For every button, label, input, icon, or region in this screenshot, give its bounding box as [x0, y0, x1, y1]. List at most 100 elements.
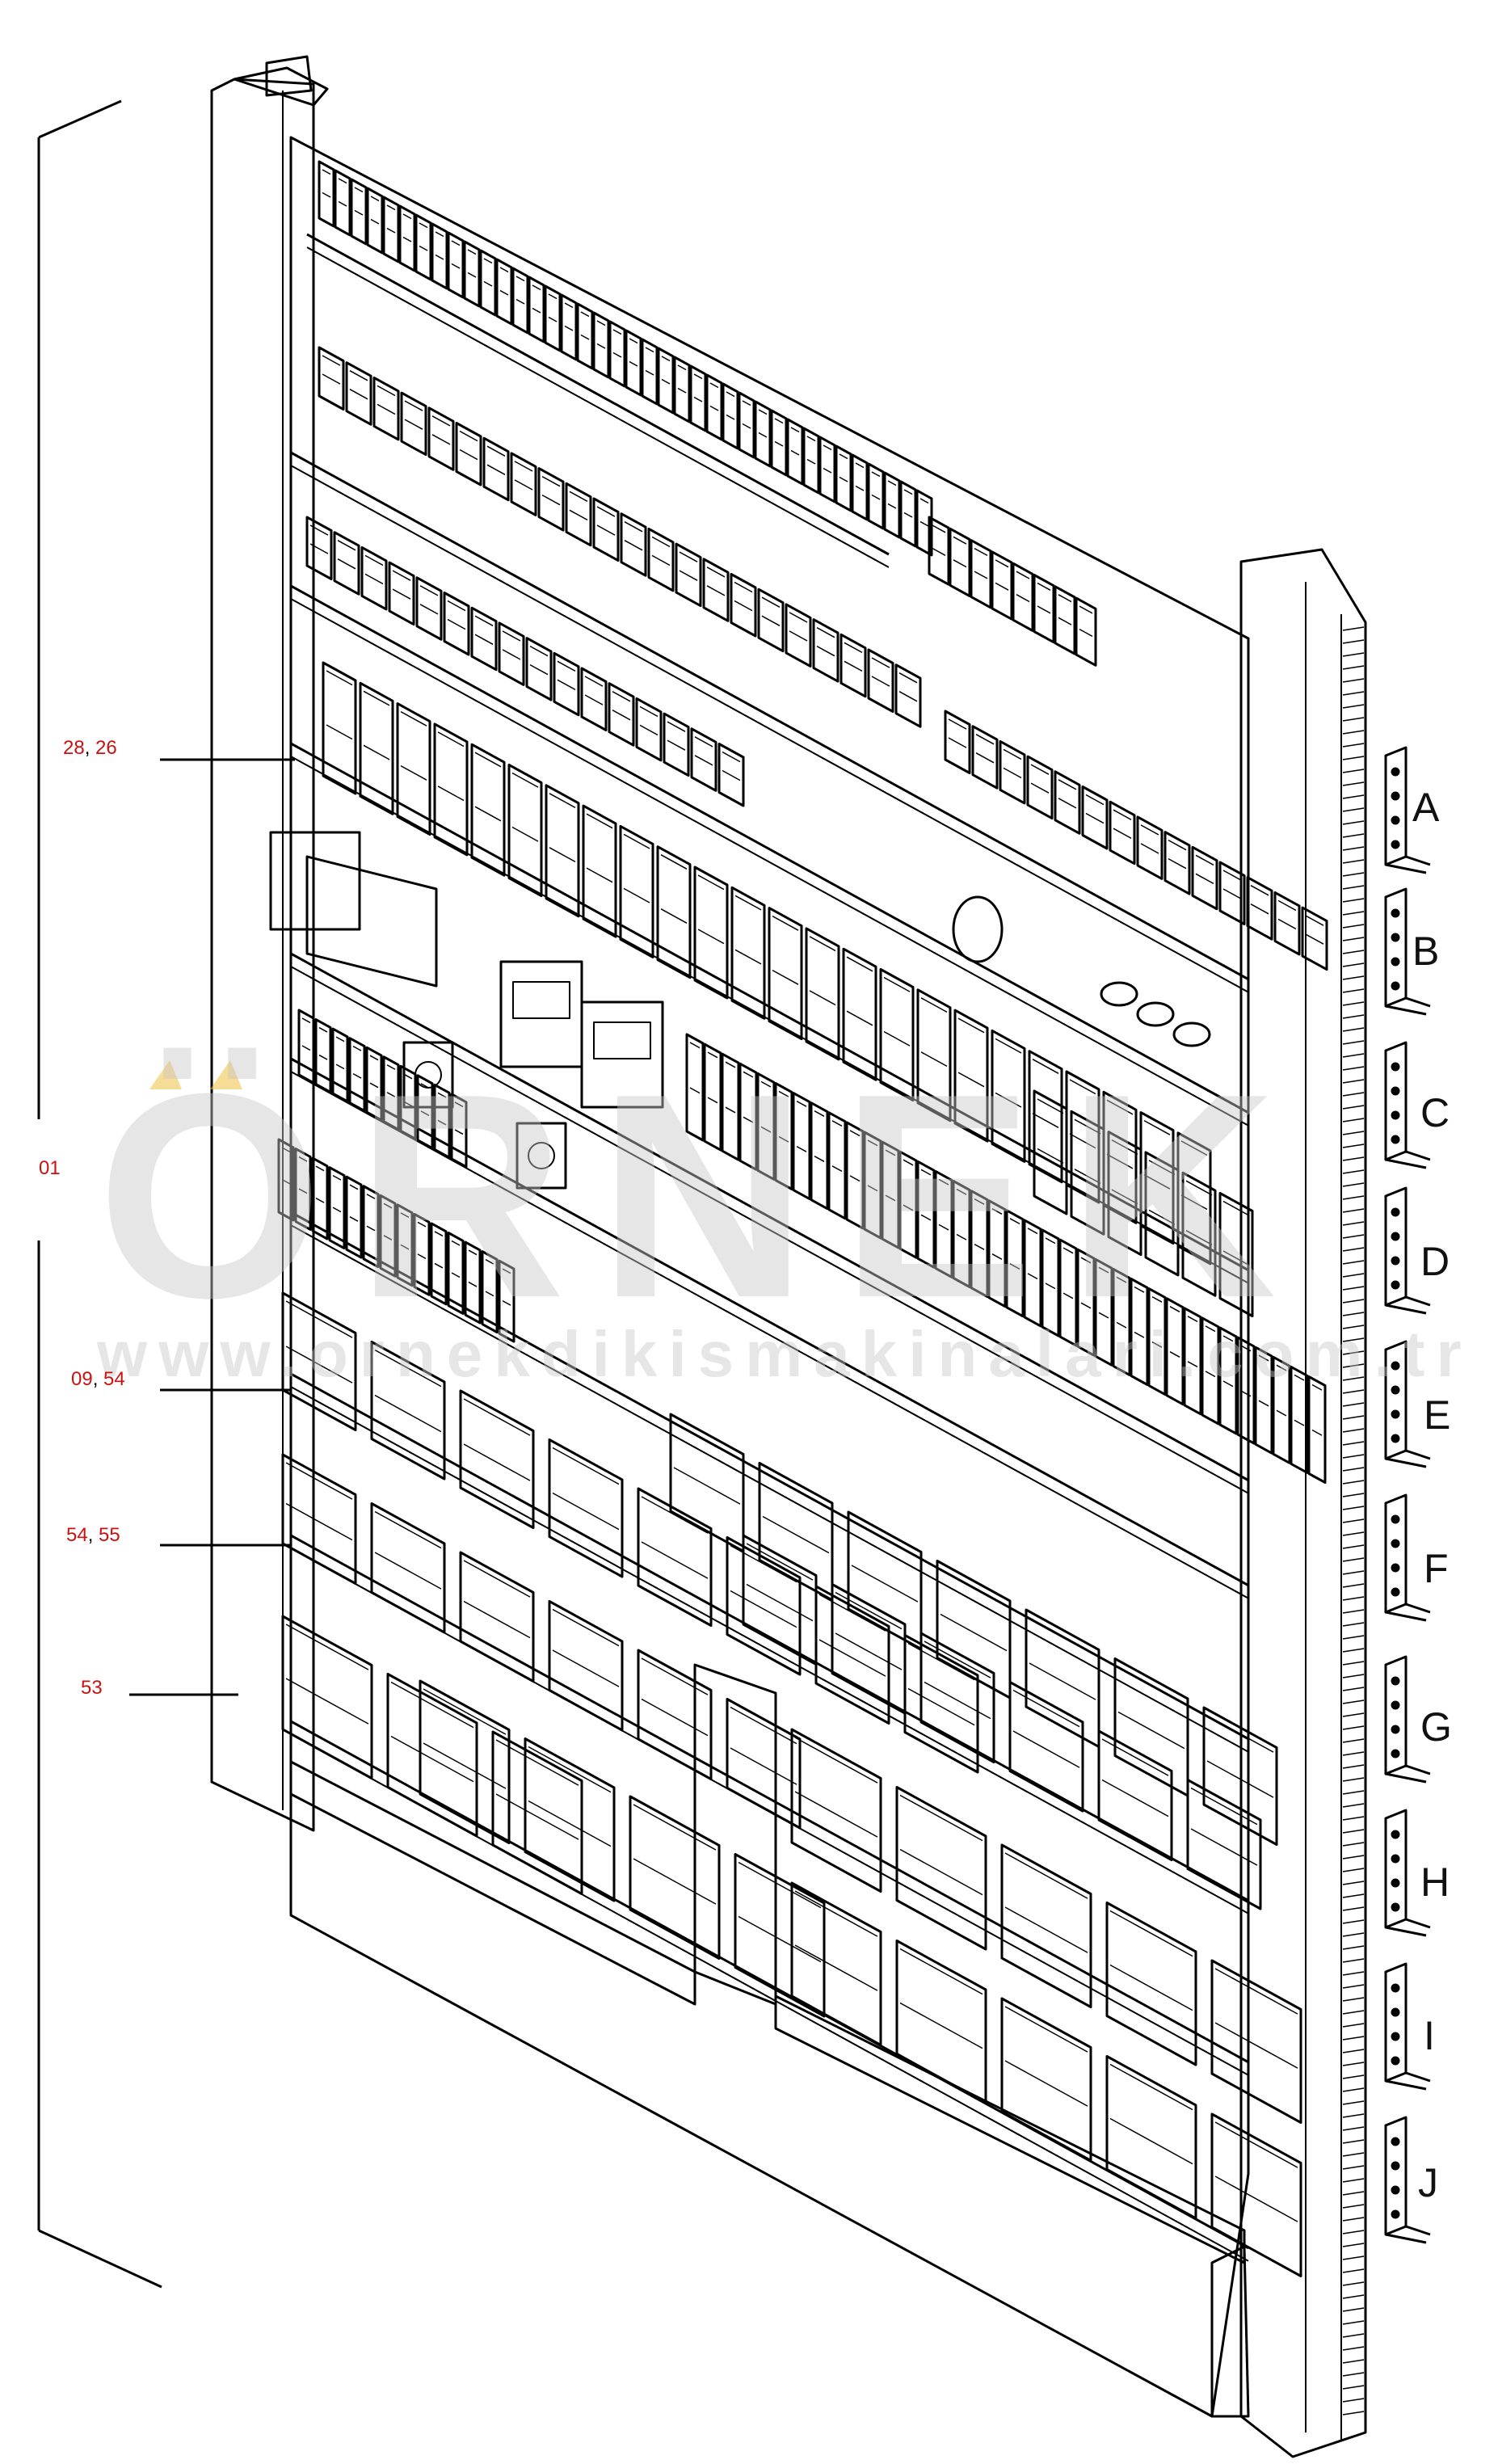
terminal-block: [608, 320, 626, 388]
io-terminal-unit-detail: [528, 1746, 612, 1793]
relay-module: [1163, 831, 1191, 895]
terminal-block: [366, 187, 384, 255]
duct-slot: [1342, 1118, 1365, 1122]
io-terminal-unit-detail: [552, 1608, 620, 1647]
fuse-holder-detail: [369, 1082, 379, 1089]
terminal-block-detail: [742, 423, 751, 429]
io-terminal-unit-detail: [818, 1594, 886, 1632]
fuse-holder: [297, 1009, 315, 1085]
terminal-block: [576, 302, 594, 370]
duct-slot: [1342, 1829, 1365, 1834]
fuse-holder: [433, 1083, 451, 1159]
circuit-breaker-detail: [474, 752, 502, 768]
terminal-block: [463, 240, 481, 308]
circuit-breaker-detail: [660, 854, 688, 870]
relay-module-detail: [1140, 824, 1159, 836]
relay-module-detail: [1168, 857, 1187, 870]
din-rail-lower-edge: [306, 246, 890, 568]
row-letter-g: G: [1420, 1704, 1452, 1750]
duct-slot: [1342, 1570, 1365, 1575]
bottom-corner-duct: [1210, 2245, 1250, 2418]
terminal-block: [431, 222, 448, 290]
io-module-detail: [1187, 1316, 1198, 1323]
io-module-detail: [1258, 1354, 1269, 1362]
circuit-breaker-detail: [1143, 1173, 1171, 1190]
relay-module: [635, 697, 663, 762]
circuit-breaker: [359, 681, 394, 815]
duct-slot: [1342, 1531, 1365, 1536]
fuse-holder-detail: [352, 1072, 362, 1079]
fuse-holder: [416, 1074, 434, 1150]
relay-module: [443, 592, 470, 656]
io-terminal-unit-detail: [285, 1678, 369, 1725]
io-module-detail: [1151, 1295, 1163, 1303]
relay-module-detail: [722, 769, 741, 781]
terminal-block-detail: [629, 360, 638, 367]
duct-slot: [1342, 2023, 1365, 2028]
io-terminal-unit-detail: [762, 1470, 830, 1509]
duct-slot: [1342, 1415, 1365, 1420]
fuse-holder-detail: [437, 1119, 447, 1126]
relay-module-detail: [529, 645, 549, 657]
bracket-hole: [1391, 1539, 1400, 1548]
relay-module-detail: [459, 449, 478, 461]
io-module: [792, 1092, 811, 1201]
duct-slot: [1342, 1325, 1365, 1329]
io-module: [898, 1150, 918, 1259]
io-terminal-unit: [1105, 2055, 1197, 2220]
io-module-detail: [974, 1243, 985, 1250]
bracket-hole: [1391, 933, 1400, 942]
relay-module: [1301, 906, 1328, 971]
io-terminal-unit: [637, 1649, 713, 1780]
duct-slot: [1342, 1958, 1365, 1963]
io-module-detail: [796, 1145, 807, 1152]
terminal-block-detail: [855, 485, 865, 491]
terminal-block-detail: [903, 512, 913, 518]
relay-module-detail: [474, 634, 494, 645]
io-terminal-unit: [831, 1583, 907, 1715]
fuse-holder-detail: [318, 1054, 328, 1060]
duct-slot: [1342, 988, 1365, 993]
terminal-block-detail: [677, 364, 687, 371]
io-terminal-unit-detail: [390, 1735, 474, 1783]
drive-module-detail: [1111, 1139, 1138, 1155]
relay-module: [592, 497, 620, 562]
din-rail-lower-edge: [290, 465, 1249, 993]
io-terminal-unit-detail: [641, 1698, 709, 1737]
terminal-block-detail: [790, 449, 800, 456]
io-terminal-unit-detail: [1004, 2006, 1088, 2053]
din-rail: [290, 584, 1249, 1114]
relay-module-detail: [624, 521, 643, 533]
relay-module: [1246, 876, 1273, 941]
terminal-block-detail: [400, 1212, 410, 1219]
relay-module-detail: [486, 464, 506, 475]
io-terminal-unit-detail: [463, 1398, 531, 1436]
bracket-foot: [1405, 2071, 1431, 2083]
bracket-hole: [1391, 2185, 1400, 2195]
duct-slot: [1342, 2281, 1365, 2286]
duct-slot: [1342, 678, 1365, 683]
duct-slot: [1342, 1583, 1365, 1588]
io-module-detail: [725, 1061, 736, 1068]
terminal-block-detail: [434, 1262, 444, 1269]
duct-slot: [1342, 885, 1365, 890]
terminal-block: [786, 418, 804, 486]
duct-slot: [1342, 1881, 1365, 1885]
relay-module-detail: [975, 734, 995, 745]
relay-module: [894, 663, 922, 728]
callout-separator: ,: [87, 1524, 94, 1546]
relay-module: [345, 361, 372, 426]
terminal-group-detail: [1016, 571, 1030, 579]
relay-module-detail: [844, 660, 863, 672]
fuse-holder-detail: [352, 1045, 362, 1051]
io-module-detail: [956, 1233, 967, 1240]
terminal-block-detail: [354, 209, 364, 216]
circuit-breaker-detail: [697, 874, 725, 891]
terminal-block-detail: [548, 316, 558, 322]
io-terminal-unit-detail: [1029, 1662, 1096, 1700]
terminal-group-detail: [953, 536, 967, 545]
io-terminal-unit-detail: [730, 1747, 797, 1785]
io-terminal-unit-detail: [285, 1502, 353, 1541]
bracket-hole: [1391, 1232, 1400, 1241]
io-terminal-unit: [419, 1679, 511, 1844]
